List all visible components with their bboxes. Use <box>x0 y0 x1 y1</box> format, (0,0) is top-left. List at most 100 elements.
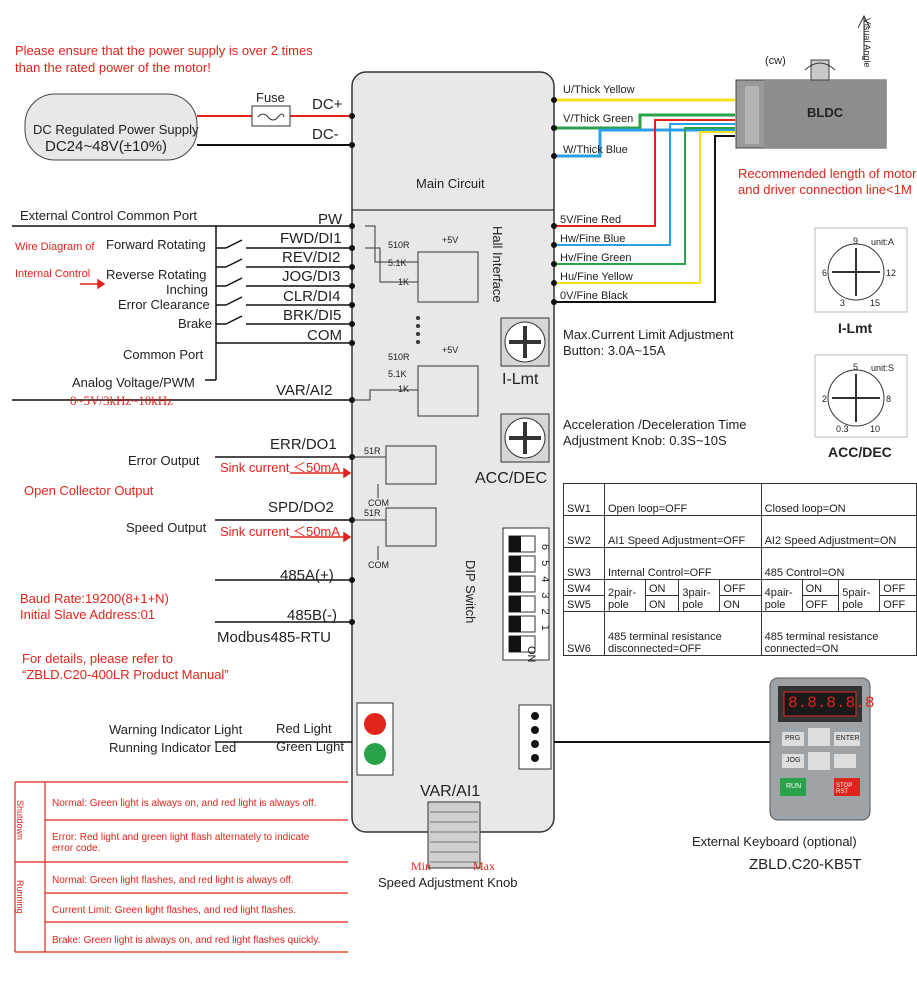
forward-rotating-label: Forward Rotating <box>106 237 206 252</box>
ilmt-label: I-Lmt <box>502 371 539 388</box>
rs485-b-pin: 485B(-) <box>287 607 338 624</box>
details-line1: For details, please refer to <box>22 651 174 666</box>
r51k-label-1: 5.1K <box>388 258 407 268</box>
sw1-on: Closed loop=ON <box>760 483 917 516</box>
sw6-label: SW6 <box>563 611 605 656</box>
sw3-on: 485 Control=ON <box>760 547 917 580</box>
keyboard-model: ZBLD.C20-KB5T <box>749 856 862 873</box>
brake-label: Brake <box>178 316 212 331</box>
hall-5v-label: 5V/Fine Red <box>560 214 622 226</box>
visual-angle-label: Visual Angle <box>862 18 872 68</box>
acc-dial-8: 8 <box>886 394 892 404</box>
open-collector-label: Open Collector Output <box>24 483 154 498</box>
sink-current-1: Sink current ＜50mA <box>220 460 340 475</box>
status-row-2: Error: Red light and green light flash a… <box>52 832 310 854</box>
r51-label-1: 51R <box>364 446 381 456</box>
fuse-label: Fuse <box>256 90 285 105</box>
cw-label: (cw) <box>765 55 786 67</box>
ilmt-dial-name: I-Lmt <box>838 320 873 336</box>
power-warning-line1: Please ensure that the power supply is o… <box>15 43 313 58</box>
common-port-title: External Control Common Port <box>20 208 198 223</box>
var-ai2-pin: VAR/AI2 <box>276 382 333 399</box>
status-row-1: Normal: Green light is always on, and re… <box>52 798 317 809</box>
acc-dial-10: 10 <box>870 424 881 434</box>
reverse-rotating-label: Reverse Rotating <box>106 267 207 282</box>
pole-3: 3pair-pole <box>678 579 721 612</box>
status-row-5: Brake: Green light is always on, and red… <box>52 935 321 946</box>
acc-dial-5: 5 <box>853 362 859 372</box>
sw4-2pole: ON <box>644 579 680 596</box>
r1k-label-1: 1K <box>398 277 410 287</box>
rev-pin: REV/DI2 <box>282 249 341 266</box>
external-keyboard[interactable] <box>769 677 871 821</box>
keyboard-stop[interactable]: STOP RST <box>836 783 853 795</box>
red-light <box>364 713 386 735</box>
fwd-pin: FWD/DI1 <box>280 230 342 247</box>
min-label: Min <box>411 859 432 873</box>
status-row-4: Current Limit: Green light flashes, and … <box>52 905 297 916</box>
dc-plus-label: DC+ <box>312 96 343 113</box>
speed-knob-label: Speed Adjustment Knob <box>378 875 518 890</box>
u-wire-label: U/Thick Yellow <box>563 84 635 96</box>
sw1-off: Open loop=OFF <box>604 483 762 516</box>
running-label: Running <box>15 880 25 914</box>
speed-adjustment-knob[interactable] <box>427 801 481 869</box>
acc-dial-2: 2 <box>822 394 828 404</box>
r510-label-1: 510R <box>388 240 410 250</box>
pole-4: 4pair-pole <box>760 579 803 612</box>
ilmt-potentiometer[interactable] <box>500 317 550 367</box>
power-warning-line2: than the rated power of the motor! <box>15 60 211 75</box>
shutdown-label: Shutdown <box>15 800 25 841</box>
dip-on-label: ON <box>525 646 537 663</box>
power-supply-box <box>24 93 198 161</box>
pole-2: 2pair-pole <box>604 579 646 612</box>
w-wire-label: W/Thick Blue <box>563 144 628 156</box>
ilmt-dial-3: 3 <box>840 298 846 308</box>
pw-pin: PW <box>318 211 343 228</box>
keyboard-title: External Keyboard (optional) <box>692 834 857 849</box>
com-pin: COM <box>307 327 342 344</box>
current-limit-range: Button: 3.0A~15A <box>563 343 666 358</box>
ilmt-dial-6: 6 <box>822 268 828 278</box>
inching-label: Inching <box>166 282 208 297</box>
dip-switch-block[interactable] <box>502 527 550 661</box>
sw2-off: AI1 Speed Adjustment=OFF <box>604 515 762 548</box>
keyboard-run[interactable]: RUN <box>786 783 802 790</box>
power-supply-label: DC Regulated Power Supply <box>33 122 199 137</box>
green-light-label: Green Light <box>276 739 344 754</box>
spd-pin: SPD/DO2 <box>268 499 334 516</box>
modbus-label: Modbus485-RTU <box>217 629 331 646</box>
hall-interface-label: Hall Interface <box>490 226 505 303</box>
sw2-on: AI2 Speed Adjustment=ON <box>760 515 917 548</box>
wire-length-line1: Recommended length of motor <box>738 166 917 181</box>
keyboard-enter[interactable]: ENTER <box>836 735 860 742</box>
sw6-on: 485 terminal resistance connected=ON <box>760 611 917 656</box>
acc-dial-03: 0.3 <box>836 424 849 434</box>
sw1-label: SW1 <box>563 483 605 516</box>
fuse <box>251 105 291 127</box>
red-light-label: Red Light <box>276 721 332 736</box>
hall-0v-label: 0V/Fine Black <box>560 290 628 302</box>
acc-dec-label: ACC/DEC <box>475 470 548 487</box>
acc-dial-name: ACC/DEC <box>828 444 892 460</box>
status-table <box>14 781 348 953</box>
status-row-3: Normal: Green light flashes, and red lig… <box>52 875 294 886</box>
ilmt-dial <box>814 227 908 313</box>
sw3-label: SW3 <box>563 547 605 580</box>
analog-title: Analog Voltage/PWM <box>72 375 195 390</box>
clr-pin: CLR/DI4 <box>283 288 341 305</box>
hall-hw-label: Hw/Fine Blue <box>560 233 626 245</box>
acc-dec-potentiometer[interactable] <box>500 413 550 463</box>
common-port-label: Common Port <box>123 347 204 362</box>
keyboard-prg[interactable]: PRG <box>785 735 801 742</box>
ilmt-dial-15: 15 <box>870 298 881 308</box>
keyboard-jog[interactable]: JOG <box>786 757 801 764</box>
sw5-3pole: ON <box>719 595 762 612</box>
main-circuit-label: Main Circuit <box>416 176 485 191</box>
r51k-label-2: 5.1K <box>388 369 407 379</box>
var-ai1-label: VAR/AI1 <box>420 783 481 800</box>
max-label: Max <box>473 859 495 873</box>
ilmt-dial-unit: unit:A <box>871 237 895 247</box>
error-clearance-label: Error Clearance <box>118 297 210 312</box>
bldc-label: BLDC <box>807 105 844 120</box>
